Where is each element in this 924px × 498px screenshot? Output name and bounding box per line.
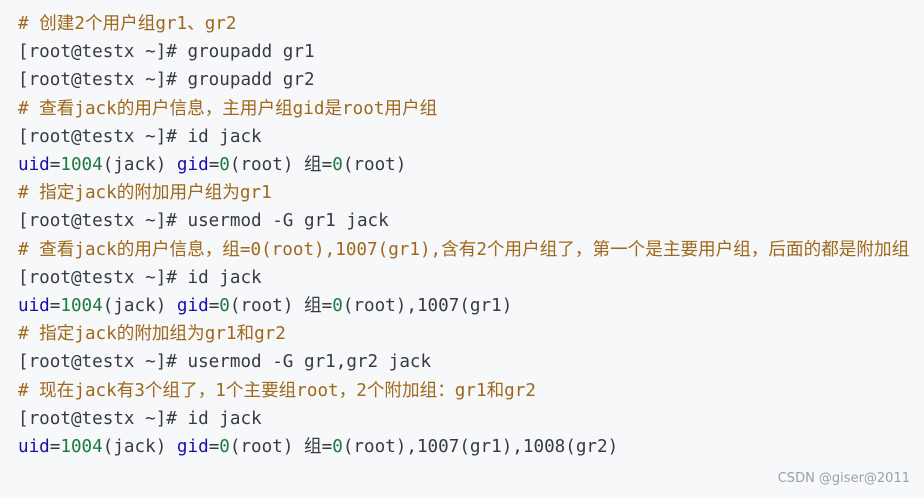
output-segment: (root) bbox=[342, 155, 407, 176]
code-command-line: [root@testx ~]# usermod -G gr1,gr2 jack bbox=[18, 352, 432, 373]
output-segment: (root) 组= bbox=[229, 296, 333, 317]
output-segment: (root),1007(gr1),1008(gr2) bbox=[342, 437, 619, 458]
output-segment: (root),1007(gr1) bbox=[342, 296, 513, 317]
output-segment: (root) 组= bbox=[229, 437, 333, 458]
output-segment: 1004 bbox=[60, 155, 103, 176]
code-output-line: uid=1004(jack) gid=0(root) 组=0(root) bbox=[18, 151, 916, 179]
watermark: CSDN @giser@2011 bbox=[777, 471, 910, 486]
output-segment: gid bbox=[176, 296, 209, 317]
output-segment: 0 bbox=[219, 437, 230, 458]
output-segment: 0 bbox=[219, 296, 230, 317]
output-segment: 1004 bbox=[60, 296, 103, 317]
output-segment: = bbox=[49, 296, 61, 317]
output-segment: 0 bbox=[332, 155, 343, 176]
output-segment: = bbox=[49, 155, 61, 176]
output-segment: = bbox=[49, 437, 61, 458]
output-segment: 0 bbox=[332, 437, 343, 458]
code-comment-line: # 指定jack的附加用户组为gr1 bbox=[18, 183, 272, 204]
output-segment: uid bbox=[18, 155, 50, 176]
output-segment: gid bbox=[176, 155, 209, 176]
code-output-line: uid=1004(jack) gid=0(root) 组=0(root),100… bbox=[18, 433, 916, 461]
code-comment-line: # 查看jack的用户信息，主用户组gid是root用户组 bbox=[18, 98, 438, 119]
output-segment: (root) 组= bbox=[229, 155, 333, 176]
output-segment: (jack) bbox=[102, 437, 177, 458]
code-command-line: [root@testx ~]# id jack bbox=[18, 267, 262, 288]
output-segment: 0 bbox=[332, 296, 343, 317]
code-content[interactable]: # 创建2个用户组gr1、gr2 [root@testx ~]# groupadd… bbox=[18, 10, 916, 461]
output-segment: uid bbox=[18, 296, 50, 317]
output-segment: gid bbox=[176, 437, 209, 458]
code-comment-line: # 现在jack有3个组了，1个主要组root，2个附加组：gr1和gr2 bbox=[18, 380, 536, 401]
code-command-line: [root@testx ~]# id jack bbox=[18, 126, 262, 147]
output-segment: uid bbox=[18, 437, 50, 458]
output-segment: 1004 bbox=[60, 437, 103, 458]
code-comment-line: # 查看jack的用户信息，组=0(root),1007(gr1),含有2个用户… bbox=[18, 239, 910, 260]
output-segment: = bbox=[208, 296, 220, 317]
output-segment: = bbox=[208, 155, 220, 176]
code-command-line: [root@testx ~]# groupadd gr1 bbox=[18, 42, 315, 63]
code-output-line: uid=1004(jack) gid=0(root) 组=0(root),100… bbox=[18, 292, 916, 320]
code-command-line: [root@testx ~]# usermod -G gr1 jack bbox=[18, 211, 389, 232]
code-command-line: [root@testx ~]# id jack bbox=[18, 408, 262, 429]
output-segment: 0 bbox=[219, 155, 230, 176]
code-comment-line: # 指定jack的附加组为gr1和gr2 bbox=[18, 324, 286, 345]
code-command-line: [root@testx ~]# groupadd gr2 bbox=[18, 70, 315, 91]
output-segment: (jack) bbox=[102, 296, 177, 317]
output-segment: = bbox=[208, 437, 220, 458]
code-comment-line: # 创建2个用户组gr1、gr2 bbox=[18, 14, 237, 34]
output-segment: (jack) bbox=[102, 155, 177, 176]
